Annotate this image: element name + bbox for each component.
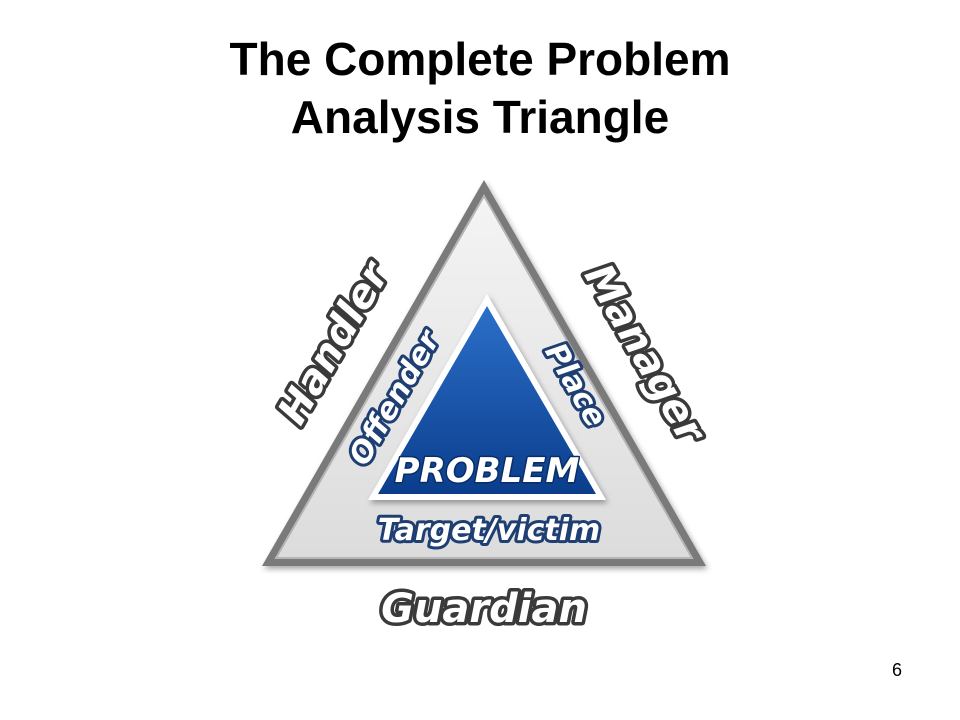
slide-number: 6	[891, 660, 902, 680]
outer-label-guardian: Guardian	[381, 586, 587, 632]
slide-title: The Complete Problem Analysis Triangle	[0, 30, 960, 146]
slide-title-line-2: Analysis Triangle	[290, 91, 670, 143]
inner-label-target-victim: Target/victim	[378, 513, 601, 548]
center-label-problem: PROBLEM	[395, 451, 580, 491]
slide-title-line-1: The Complete Problem	[229, 33, 731, 85]
inner-triangle	[378, 306, 596, 494]
